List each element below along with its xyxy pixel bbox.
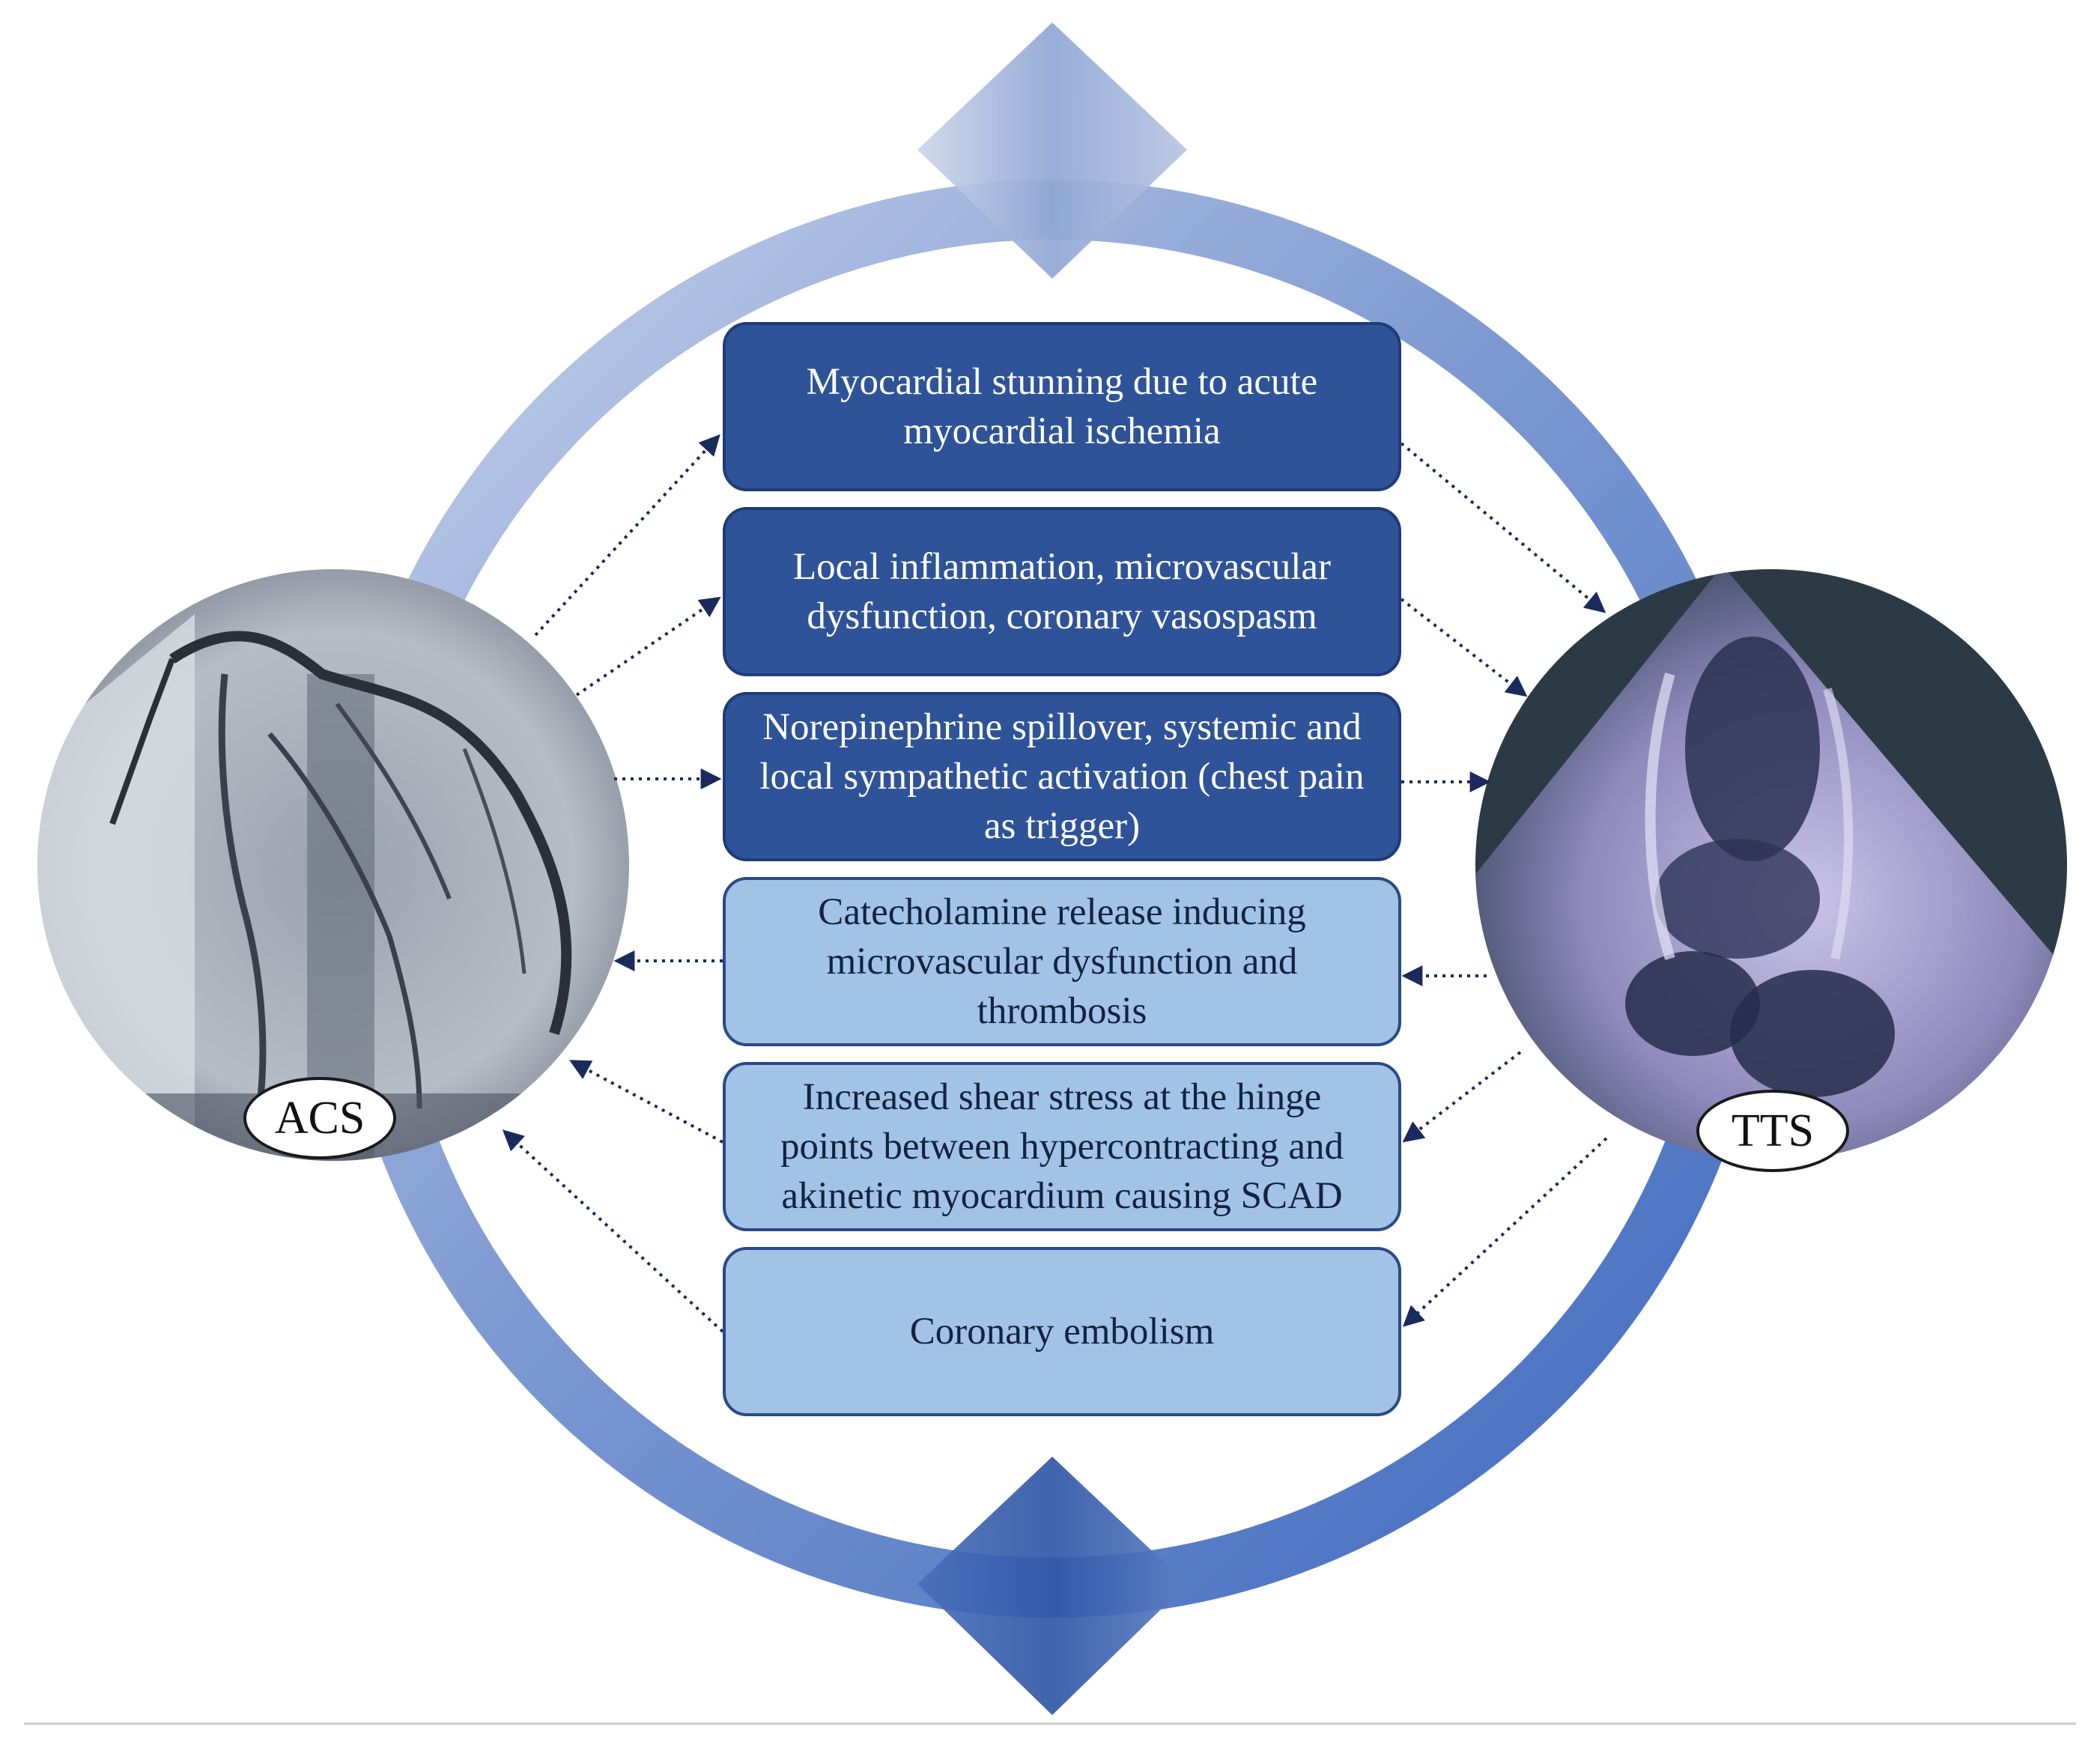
arrows-right <box>1400 442 1608 1327</box>
mechanism-text-6: Coronary embolism <box>909 1311 1215 1353</box>
mechanism-text-5: Increased shear stress at the hinge poin… <box>780 1076 1344 1217</box>
mechanism-text-4: Catecholamine release inducing microvasc… <box>818 891 1306 1032</box>
bottom-diamond-shape <box>917 1457 1187 1715</box>
top-diamond-shape <box>917 22 1187 279</box>
arrow-acs-to-box1 <box>534 434 720 637</box>
arrows-left <box>502 434 724 1333</box>
tts-label: TTS <box>1696 1090 1849 1172</box>
acs-label: ACS <box>243 1077 396 1159</box>
arrow-acs-to-box2 <box>575 596 721 697</box>
bottom-divider <box>24 1723 2076 1725</box>
tts-label-text: TTS <box>1731 1105 1815 1156</box>
arrow-box1-to-tts <box>1400 442 1606 613</box>
mechanism-text-3: Norepinephrine spillover, systemic and l… <box>759 706 1365 847</box>
mechanism-box-5: Increased shear stress at the hinge poin… <box>723 1062 1401 1231</box>
arrow-box6-to-acs <box>502 1129 724 1333</box>
arrow-tts-to-box6 <box>1402 1137 1608 1327</box>
mechanism-box-6: Coronary embolism <box>723 1247 1401 1416</box>
arrow-box2-to-tts <box>1400 598 1528 697</box>
mechanism-text-1: Myocardial stunning due to acute myocard… <box>806 361 1318 452</box>
acs-label-text: ACS <box>274 1092 365 1144</box>
arrow-box5-to-acs <box>569 1060 723 1144</box>
tts-echocardiogram-image <box>1475 569 2067 1161</box>
mechanism-text-2: Local inflammation, microvascular dysfun… <box>793 546 1331 637</box>
arrow-tts-to-box5 <box>1402 1051 1522 1143</box>
mechanism-box-4: Catecholamine release inducing microvasc… <box>723 877 1401 1046</box>
mechanism-box-2: Local inflammation, microvascular dysfun… <box>723 507 1401 676</box>
mechanism-box-3: Norepinephrine spillover, systemic and l… <box>723 692 1401 861</box>
mechanism-box-1: Myocardial stunning due to acute myocard… <box>723 322 1401 491</box>
